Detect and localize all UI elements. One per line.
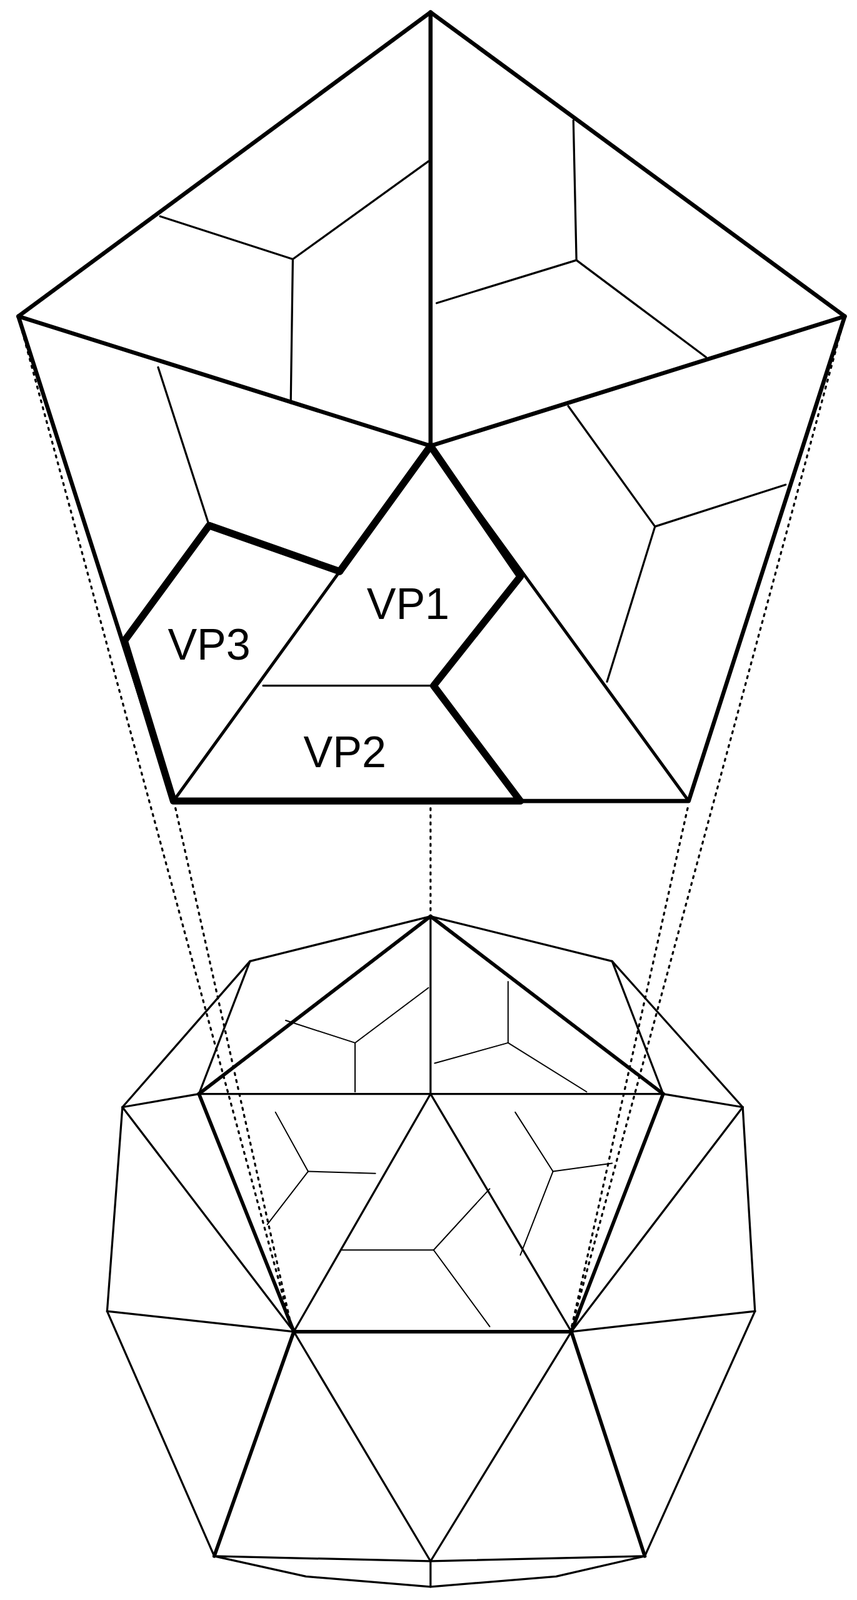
icosahedron xyxy=(106,916,755,1587)
projection-lines xyxy=(20,324,844,1329)
part-label: VP3 xyxy=(165,621,253,668)
part-label: VP2 xyxy=(301,728,389,776)
part-label: VP1 xyxy=(364,580,452,627)
pentagon-view xyxy=(18,12,845,802)
